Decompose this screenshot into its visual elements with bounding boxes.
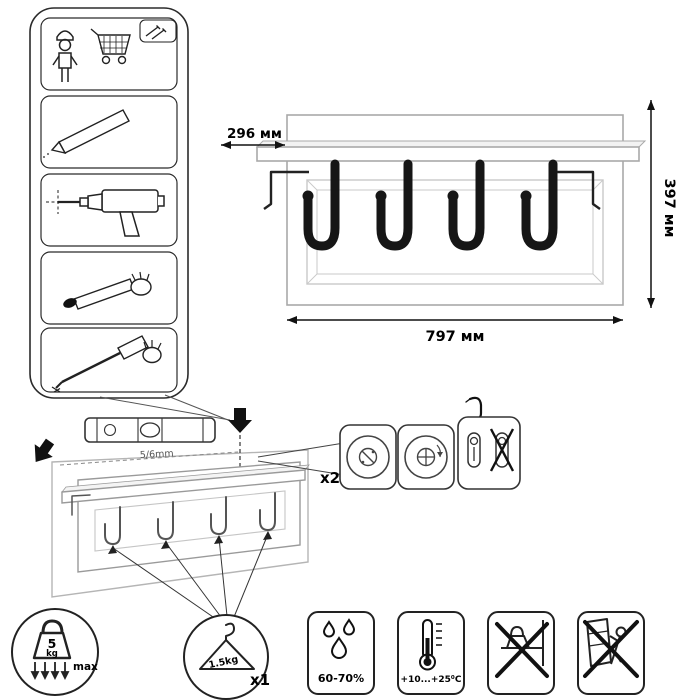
prohibit-x-icon (495, 622, 549, 678)
max-weight-value: 5 (48, 636, 57, 651)
hook-4 (521, 159, 558, 251)
tools-panel (29, 7, 189, 399)
prohibit-x-icon-2 (583, 620, 639, 678)
width-label: 797 мм (425, 329, 484, 345)
hook-3 (448, 159, 485, 251)
screwdriver-icon (51, 335, 162, 393)
fastener-leader-lines (257, 442, 345, 476)
temperature-box: +10...+25⁰C (397, 611, 465, 695)
max-weight-unit: kg (46, 649, 58, 659)
per-hook-count: x1 (250, 671, 270, 689)
bracket-crossed-icon (489, 428, 515, 472)
hanger-load-badge: 1.5kg x1 (183, 614, 270, 700)
step-mount (40, 327, 178, 393)
temperature-label: +10...+25⁰C (401, 675, 462, 685)
pencil-icon (43, 109, 130, 158)
fasteners-count: x2 (320, 469, 340, 487)
installation-scene: 5/6mm (34, 394, 521, 620)
bracket-detail (457, 416, 521, 490)
dimension-depth: 296 мм (221, 126, 285, 149)
hanger-icon (199, 622, 255, 670)
step-drill (40, 173, 178, 247)
spirit-level-icon (84, 417, 216, 443)
leader-lines-tools (99, 394, 234, 423)
mark-arrow-corner (34, 438, 55, 463)
hook-2 (376, 159, 413, 251)
load-arrows (30, 662, 70, 681)
temperature-icon (419, 619, 442, 671)
mounted-rack (61, 461, 310, 573)
humidity-icon (322, 618, 356, 659)
hook-load-lines (108, 531, 272, 620)
depth-label: 296 мм (227, 126, 282, 142)
max-weight-badge: 5 kg max (11, 608, 99, 696)
screw-detail-b (397, 424, 455, 490)
coat-rack-shelf (255, 140, 647, 162)
height-label: 397 мм (661, 178, 677, 237)
mounted-hooks (71, 492, 276, 545)
product-drawing: 296 мм 397 мм 797 мм (221, 100, 677, 345)
no-heavy-load-box (487, 611, 555, 695)
step-dowel (40, 251, 178, 325)
worker-icon (52, 30, 78, 82)
condition-boxes: 60-70% +10...+25⁰C (307, 611, 645, 695)
weight-icon (32, 619, 72, 660)
cart-icon (90, 28, 131, 65)
marking-line (59, 451, 239, 466)
bracket-ok-icon (467, 432, 481, 468)
side-hooks (263, 170, 601, 210)
dimension-height: 397 мм (647, 100, 677, 308)
drill-icon (46, 189, 165, 237)
no-pushing-box (577, 611, 645, 695)
drill-size-note: 5/6mm (140, 448, 174, 461)
humidity-label: 60-70% (318, 672, 364, 685)
hanging-hook-icon (465, 396, 483, 420)
mark-arrow-down (228, 408, 252, 433)
dimension-width: 797 мм (287, 316, 623, 345)
coat-hooks (302, 159, 558, 251)
max-label: max (73, 661, 98, 673)
humidity-box: 60-70% (307, 611, 375, 695)
step-mark-pencil (40, 95, 178, 169)
screws-icon (139, 19, 177, 43)
dowel-glue-icon (63, 271, 152, 310)
screw-detail-a (339, 424, 397, 490)
hook-1 (303, 159, 340, 251)
step-gather-tools (40, 17, 178, 91)
